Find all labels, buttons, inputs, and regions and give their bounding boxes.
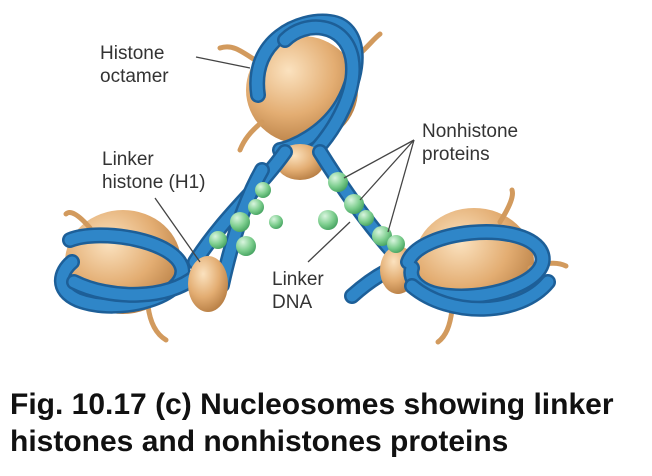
label-histone-octamer: Histone octamer <box>100 42 169 88</box>
nonhistone-protein <box>372 226 392 246</box>
nonhistone-protein <box>209 231 227 249</box>
label-line: Linker <box>102 149 154 170</box>
nonhistone-protein <box>230 212 250 232</box>
nonhistone-protein <box>344 194 364 214</box>
histone-tail <box>145 303 169 343</box>
label-line: Linker <box>272 269 324 290</box>
label-linker-dna: Linker DNA <box>272 268 324 314</box>
leader-line-nonhistone <box>343 139 415 179</box>
nonhistone-proteins-left <box>209 182 283 256</box>
leader-line-linker-histone <box>154 197 201 263</box>
nonhistone-protein <box>236 236 256 256</box>
histone-tail <box>63 210 93 231</box>
leader-line-histone-octamer <box>195 56 251 69</box>
nonhistone-protein <box>269 215 283 229</box>
label-nonhistone-proteins: Nonhistone proteins <box>422 120 518 166</box>
label-line: Nonhistone <box>422 121 519 142</box>
nonhistone-protein <box>358 210 374 226</box>
caption-line: histones and nonhistones proteins <box>10 425 509 458</box>
label-linker-histone: Linker histone (H1) <box>102 148 206 194</box>
nucleosome-top <box>217 13 383 180</box>
nonhistone-protein <box>328 172 348 192</box>
label-line: histone (H1) <box>102 172 206 193</box>
nucleosome-left <box>53 210 228 343</box>
dna-coil <box>68 270 202 301</box>
dna-coil <box>279 21 359 156</box>
leader-line-nonhistone <box>359 139 415 201</box>
histone-tail <box>435 307 455 345</box>
label-line: Histone <box>100 43 165 64</box>
caption-line: Fig. 10.17 (c) Nucleosomes showing linke… <box>10 388 614 421</box>
nonhistone-protein <box>387 235 405 253</box>
nonhistone-protein <box>248 199 264 215</box>
label-line: proteins <box>422 144 490 165</box>
nonhistone-proteins-right <box>318 172 405 253</box>
figure-caption: Fig. 10.17 (c) Nucleosomes showing linke… <box>10 386 650 460</box>
leader-line-linker-dna <box>307 221 351 263</box>
nonhistone-protein <box>255 182 271 198</box>
leader-line-nonhistone <box>387 139 415 233</box>
nucleosome-diagram <box>53 13 569 345</box>
nonhistone-protein <box>318 210 338 230</box>
dna-coil <box>406 276 554 315</box>
label-line: octamer <box>100 66 169 87</box>
leader-lines <box>154 56 415 263</box>
label-line: DNA <box>272 292 313 313</box>
histone-tail <box>497 187 515 225</box>
nucleosome-right <box>380 187 569 345</box>
linker-histone-h1-left <box>188 256 228 312</box>
histone-tail <box>237 119 265 153</box>
histone-tail <box>217 44 261 65</box>
